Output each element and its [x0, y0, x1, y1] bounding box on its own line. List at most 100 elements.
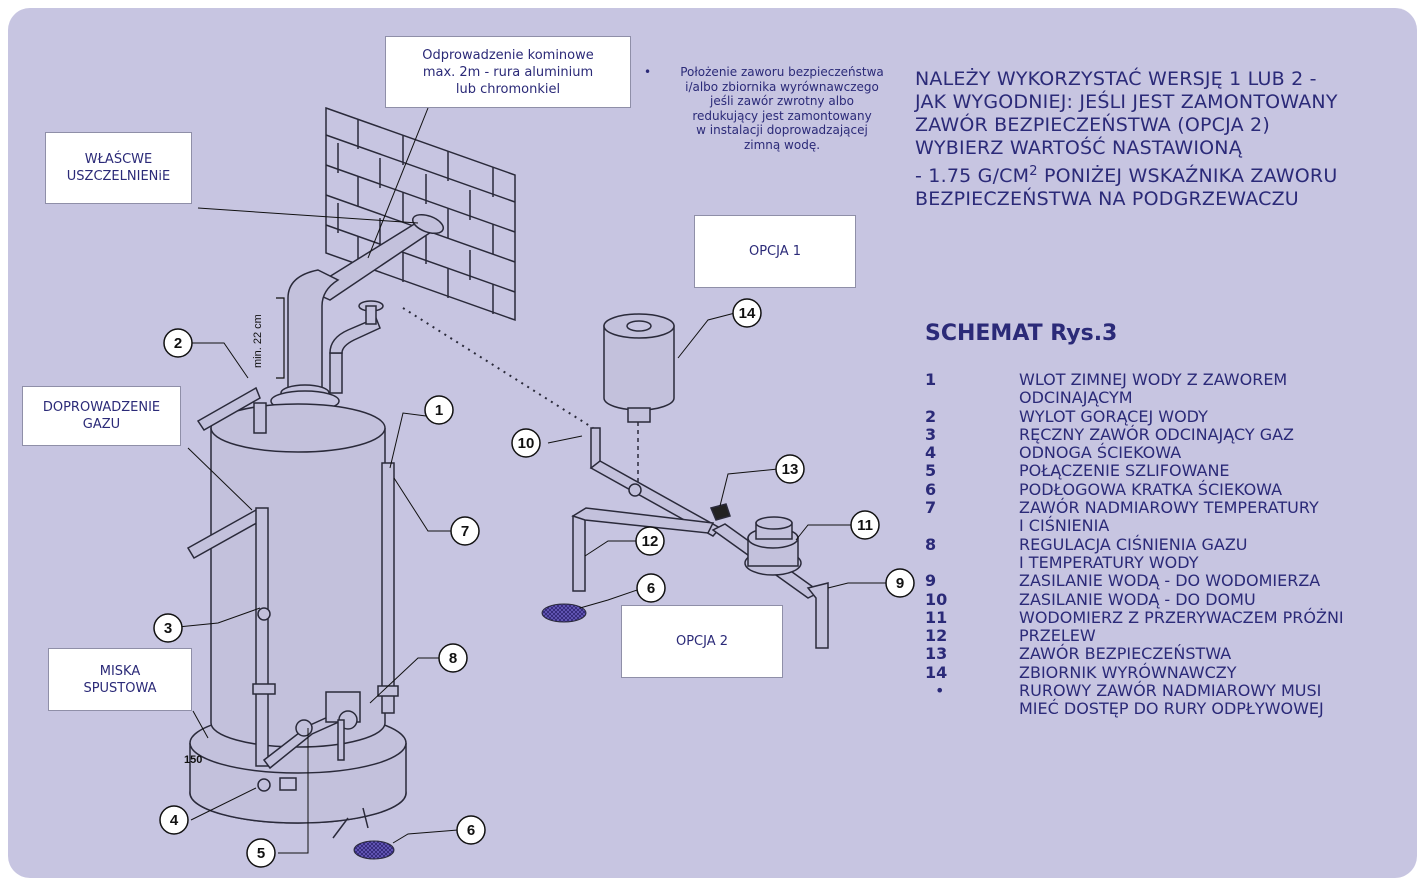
callout-6a: 6 [467, 822, 475, 839]
legend-item: 4 ODNOGA ŚCIEKOWA [925, 443, 1417, 463]
legend-item-text: PRZELEW [1019, 626, 1096, 646]
legend-item-text: ZBIORNIK WYRÓWNAWCZY [1019, 662, 1237, 682]
legend-item: 7 ZAWÓR NADMIAROWY TEMPERATURY [925, 498, 1417, 518]
legend-item: 12 PRZELEW [925, 626, 1417, 646]
instruction-line-5-pre: - 1.75 G/CM [915, 165, 1030, 187]
legend-item-text: I TEMPERATURY WODY [1019, 552, 1199, 572]
option-1-box: OPCJA 1 [694, 215, 856, 288]
legend-item-number: 3 [925, 424, 937, 444]
legend-item-number: 6 [925, 479, 937, 499]
instruction-text: NALEŻY WYKORZYSTAĆ WERSJĘ 1 LUB 2 - JAK … [915, 68, 1417, 211]
gas-supply-label-box: DOPROWADZENIE GAZU [22, 386, 181, 446]
chimney-label-box: Odprowadzenie kominowe max. 2m - rura al… [385, 36, 631, 108]
note-line-5: w instalacji doprowadzającej [696, 123, 868, 137]
note-line-6: zimną wodę. [743, 137, 821, 152]
clearance-dimension [276, 297, 285, 379]
legend-title: SCHEMAT Rys.3 [925, 321, 1118, 346]
instruction-line-4: WYBIERZ WARTOŚĆ NASTAWIONĄ [915, 137, 1242, 159]
instruction-line-5-sup: 2 [1029, 164, 1038, 179]
legend-item: 14 ZBIORNIK WYRÓWNAWCZY [925, 662, 1417, 682]
legend-item: 8 REGULACJA CIŚNIENIA GAZU [925, 534, 1417, 554]
legend-item-text: POŁĄCZENIE SZLIFOWANE [1019, 461, 1230, 481]
callout-14: 14 [739, 305, 756, 322]
legend-item: •RUROWY ZAWÓR NADMIAROWY MUSI [925, 681, 1417, 701]
installation-drawing: min. 22 cm 150 [153, 106, 915, 868]
option-1-label: OPCJA 1 [748, 244, 802, 259]
seal-line-1: WŁAŚCWE [84, 152, 153, 167]
legend-item-number: 2 [925, 406, 937, 426]
callout-4: 4 [170, 812, 179, 829]
chimney-line-3: lub chromonkiel [455, 81, 561, 97]
legend-item-number: 7 [925, 498, 937, 518]
callout-2: 2 [174, 335, 182, 352]
placement-note: • Położenie zaworu bezpieczeństwa i/albo… [644, 65, 904, 152]
legend-item-text: MIEĆ DOSTĘP DO RURY ODPŁYWOWEJ [1019, 699, 1324, 719]
legend-item-text: PODŁOGOWA KRATKA ŚCIEKOWA [1019, 479, 1283, 499]
drain-pan-line-1: MISKA [99, 663, 141, 679]
legend-item: MIEĆ DOSTĘP DO RURY ODPŁYWOWEJ [925, 699, 1417, 719]
legend-item-number: 12 [925, 626, 948, 646]
legend-item-number: 13 [925, 644, 948, 664]
leader-lines [167, 107, 888, 854]
chimney-line-2: max. 2m - rura aluminium [422, 64, 594, 80]
legend-item-text: ZAWÓR BEZPIECZEŃSTWA [1019, 644, 1232, 664]
seal-label-box: WŁAŚCWE USZCZELNIENiE [45, 132, 192, 204]
legend-item-text: WLOT ZIMNEJ WODY Z ZAWOREM [1019, 370, 1288, 389]
dotted-leader [402, 307, 594, 429]
seal-line-2: USZCZELNIENiE [66, 169, 171, 184]
callout-9: 9 [896, 575, 904, 592]
callout-12: 12 [642, 533, 659, 550]
callout-13: 13 [782, 461, 799, 478]
legend-item: 11 WODOMIERZ Z PRZERYWACZEM PRÓŻNI [925, 607, 1417, 627]
legend-item-text: WYLOT GORĄCEJ WODY [1019, 406, 1208, 426]
note-bullet: • [644, 65, 652, 79]
legend-item-text: ZASILANIE WODĄ - DO DOMU [1019, 589, 1256, 609]
option-pipework [571, 427, 829, 649]
instruction-line-2: JAK WYGODNIEJ: JEŚLI JEST ZAMONTOWANY [915, 91, 1338, 113]
legend-item-number: 8 [925, 534, 937, 554]
legend-item-text: RĘCZNY ZAWÓR ODCINAJĄCY GAZ [1019, 424, 1294, 444]
legend-item: 2 WYLOT GORĄCEJ WODY [925, 406, 1417, 426]
option-2-box: OPCJA 2 [621, 605, 783, 678]
legend-item: 10 ZASILANIE WODĄ - DO DOMU [925, 589, 1417, 609]
legend-item-number: 1 [925, 370, 937, 389]
legend-item-text: REGULACJA CIŚNIENIA GAZU [1019, 534, 1248, 554]
legend-item-number: 14 [925, 662, 948, 682]
top-fittings [196, 300, 384, 434]
legend-item-number: 5 [925, 461, 937, 481]
diagram-panel: min. 22 cm 150 [8, 8, 1417, 878]
legend-item: 1 WLOT ZIMNEJ WODY Z ZAWOREM [925, 370, 1417, 389]
expansion-tank [603, 313, 675, 423]
callout-1: 1 [435, 402, 443, 419]
legend-item: 13 ZAWÓR BEZPIECZEŃSTWA [925, 644, 1417, 664]
gas-line-2: GAZU [82, 417, 121, 432]
legend-item-number: 11 [925, 607, 948, 627]
legend-item-text: RUROWY ZAWÓR NADMIAROWY MUSI [1019, 681, 1322, 701]
note-line-4: redukujący jest zamontowany [692, 108, 872, 123]
gas-line-1: DOPROWADZENIE [42, 400, 161, 415]
gas-pipe [186, 507, 361, 792]
drain-grate-option [541, 603, 587, 623]
legend-item-number [925, 389, 1019, 407]
legend-item-text: ODNOGA ŚCIEKOWA [1019, 443, 1182, 463]
drain-pan-label-box: MISKA SPUSTOWA [48, 648, 192, 711]
legend-item-number [925, 700, 1019, 718]
callout-11: 11 [857, 517, 873, 534]
legend-item: I TEMPERATURY WODY [925, 552, 1417, 572]
callout-numbers: 1 2 3 4 5 6 6 7 8 9 10 11 12 13 14 [164, 305, 904, 862]
legend-item-text: ZAWÓR NADMIAROWY TEMPERATURY [1019, 498, 1319, 518]
legend-item: 6 PODŁOGOWA KRATKA ŚCIEKOWA [925, 479, 1417, 499]
legend-item: ODCINAJĄCYM [925, 388, 1417, 407]
drain-grate-floor [353, 840, 395, 860]
legend-item-text: WODOMIERZ Z PRZERYWACZEM PRÓŻNI [1019, 607, 1344, 627]
legend-item-number: 10 [925, 589, 948, 609]
instruction-line-6: BEZPIECZEŃSTWA NA PODGRZEWACZU [915, 188, 1299, 210]
legend-item-number [925, 517, 1019, 535]
legend-item: 9 ZASILANIE WODĄ - DO WODOMIERZA [925, 571, 1417, 591]
callout-markers [153, 298, 915, 868]
legend-item: I CIŚNIENIA [925, 517, 1417, 536]
legend-item-number: 4 [925, 443, 937, 463]
legend-item-text: ZASILANIE WODĄ - DO WODOMIERZA [1019, 571, 1321, 591]
instruction-line-1: NALEŻY WYKORZYSTAĆ WERSJĘ 1 LUB 2 - [915, 68, 1317, 90]
legend-item-number: 9 [925, 571, 937, 591]
